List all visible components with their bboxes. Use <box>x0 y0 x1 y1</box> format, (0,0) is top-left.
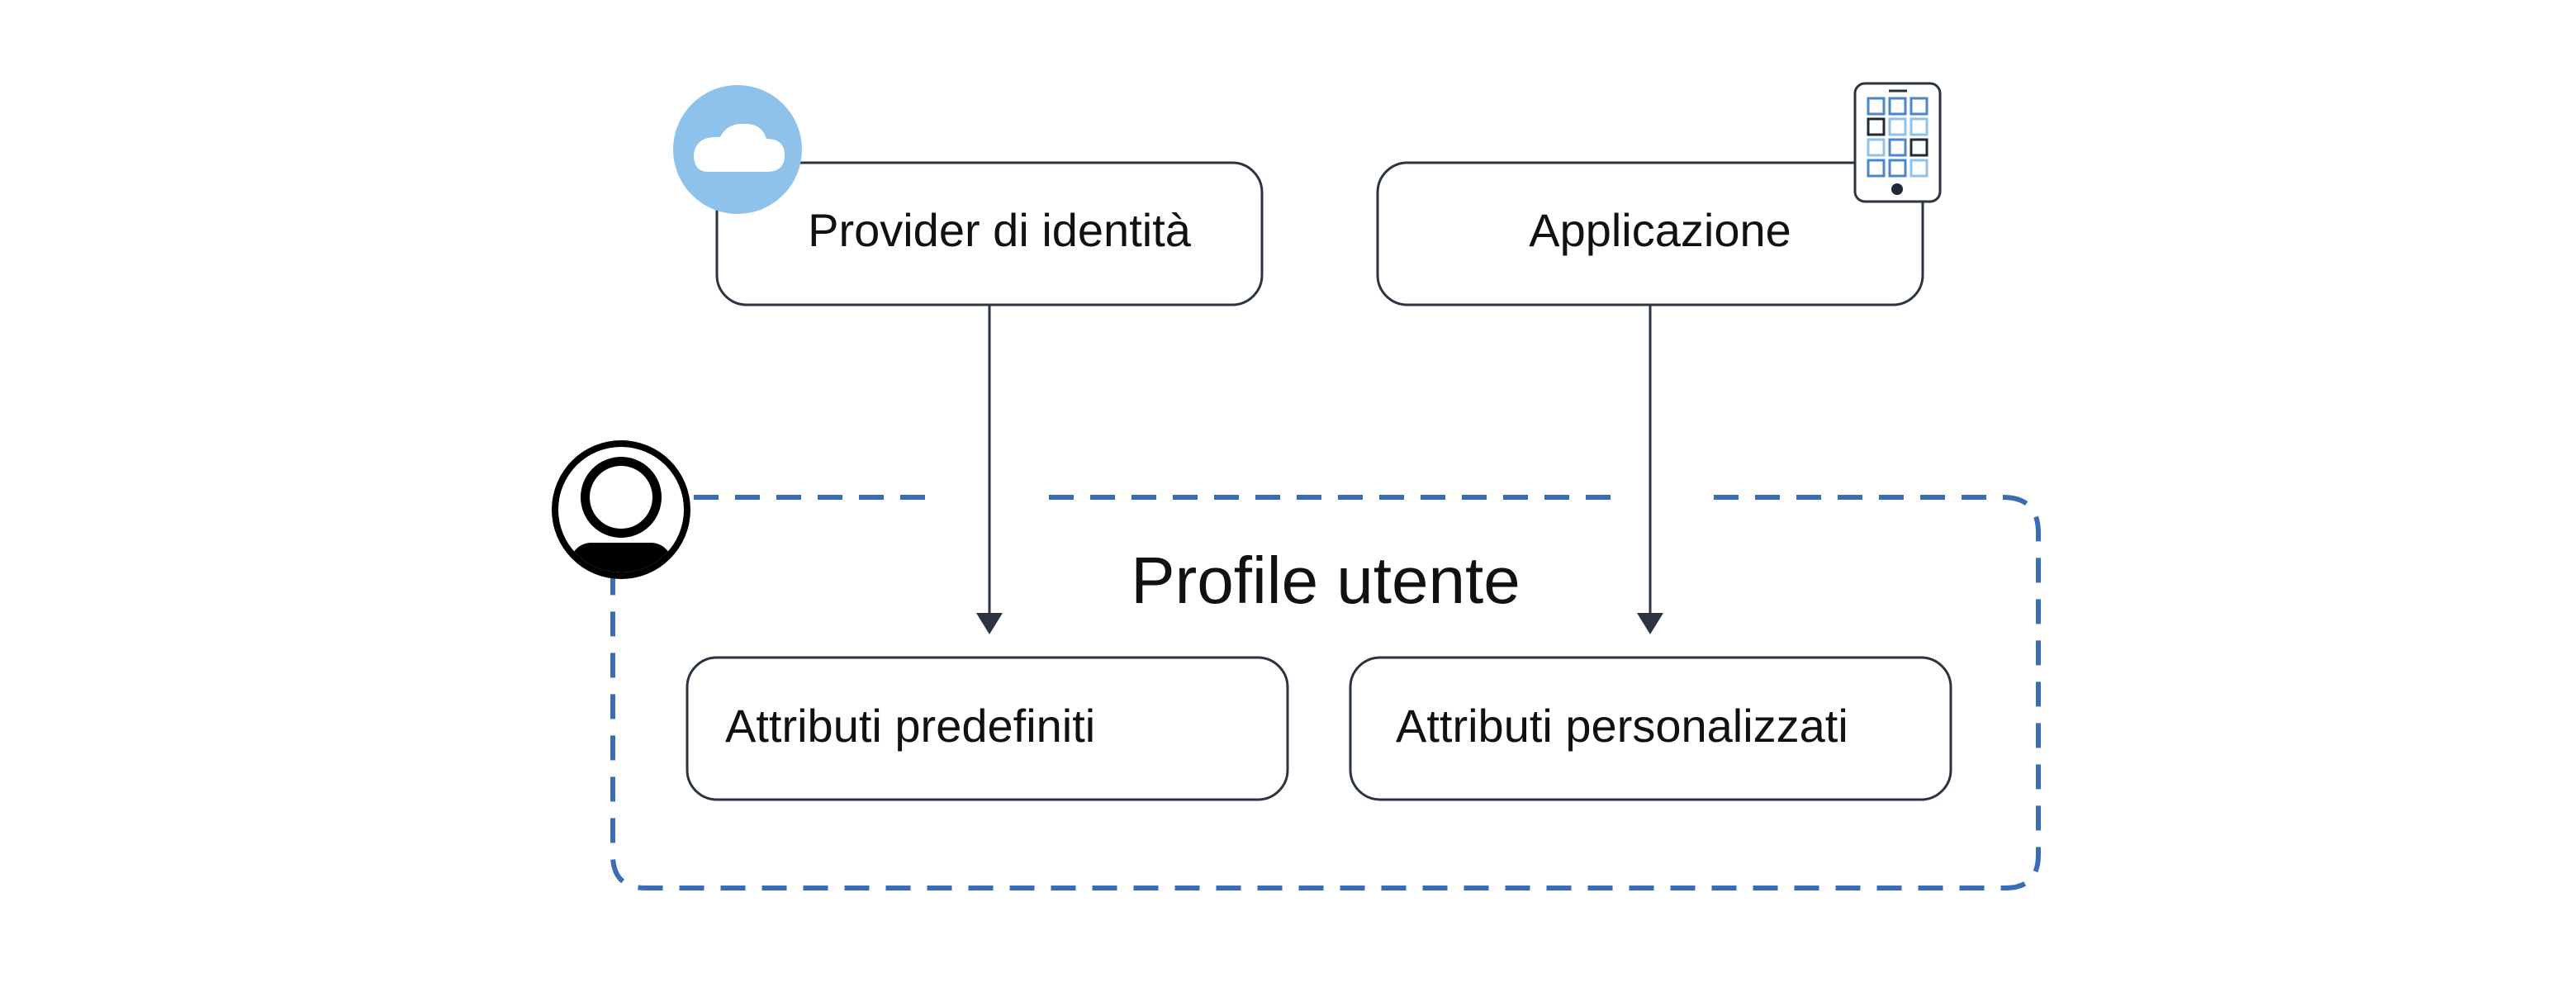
default-attributes-label: Attributi predefiniti <box>725 700 1095 752</box>
arrow-idp-to-default-attributes <box>976 305 1003 634</box>
user-icon <box>552 440 690 579</box>
default-attributes-box[interactable] <box>686 656 1289 801</box>
cloud-icon <box>673 85 802 214</box>
application-label: Applicazione <box>1529 204 1791 256</box>
arrow-app-to-custom-attributes <box>1637 305 1663 634</box>
mobile-app-icon <box>1853 82 1942 203</box>
custom-attributes-label: Attributi personalizzati <box>1396 700 1848 752</box>
identity-provider-label: Provider di identità <box>808 204 1192 256</box>
profile-title: Profile utente <box>1131 544 1520 617</box>
custom-attributes-box[interactable] <box>1349 656 1952 801</box>
profile-container-border <box>610 495 2041 890</box>
